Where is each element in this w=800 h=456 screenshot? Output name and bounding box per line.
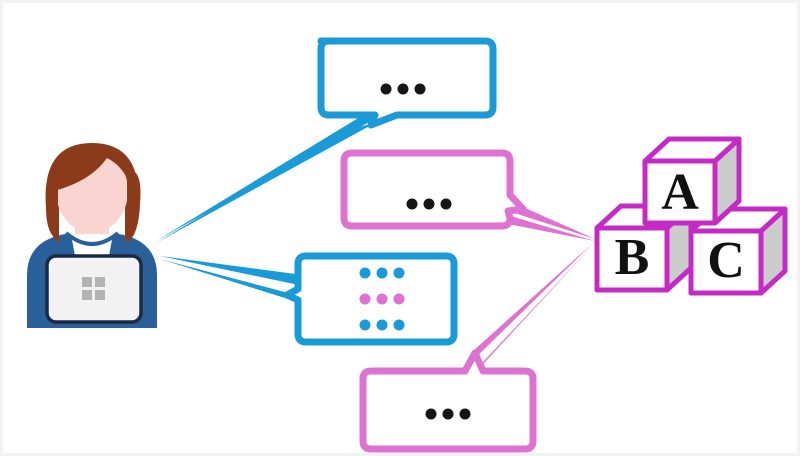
bubble-4-dots: [425, 408, 471, 420]
bubble-2[interactable]: [340, 149, 527, 230]
windows-logo-icon: [82, 277, 105, 300]
connector-person-to-bubble-3: [160, 256, 303, 303]
bubble-2-dots: [406, 198, 452, 210]
bubble-3[interactable]: [283, 252, 458, 346]
diagram-svg: B C A: [27, 37, 788, 453]
bubble-4[interactable]: [359, 349, 537, 453]
block-a-letter: A: [661, 164, 699, 221]
bubble-3-dots-row-1: [359, 267, 405, 279]
connector-bubble-4-to-blocks: [465, 243, 593, 375]
bubble-3-dots-row-2: [359, 293, 405, 305]
connector-person-to-bubble-1: [156, 103, 383, 243]
block-c[interactable]: C: [688, 206, 788, 296]
bubble-1[interactable]: [317, 37, 497, 129]
bubble-1-dots: [380, 83, 426, 95]
bubble-3-dots-row-3: [359, 319, 405, 331]
block-b-letter: B: [615, 229, 650, 286]
block-c-letter: C: [707, 232, 745, 289]
laptop: [45, 254, 143, 324]
block-a[interactable]: A: [642, 136, 742, 226]
user-avatar: [27, 143, 157, 328]
